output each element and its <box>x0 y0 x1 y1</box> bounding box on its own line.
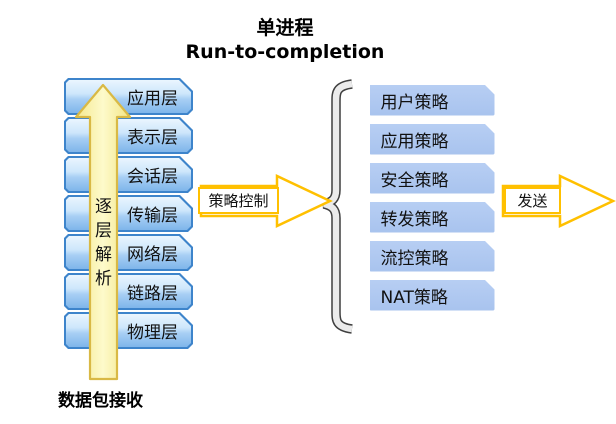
diagram-title: 单进程 Run-to-completion <box>150 16 420 64</box>
policy-box-security: 安全策略 <box>367 160 497 196</box>
policy-box-flowctl: 流控策略 <box>367 238 497 274</box>
layer-label: 链路层 <box>66 275 191 308</box>
layer-box-presentation: 表示层 <box>64 117 193 154</box>
layer-label: 传输层 <box>66 197 191 230</box>
layer-box-session: 会话层 <box>64 156 193 193</box>
brace-fill <box>323 80 353 333</box>
policy-control-label: 策略控制 <box>198 187 279 214</box>
layer-box-transport: 传输层 <box>64 195 193 232</box>
policy-label: 安全策略 <box>370 163 495 194</box>
policy-label: 应用策略 <box>370 124 495 155</box>
policy-label: 转发策略 <box>370 202 495 233</box>
policy-label: 流控策略 <box>370 241 495 272</box>
layer-label: 网络层 <box>66 236 191 269</box>
layer-label: 表示层 <box>66 119 191 152</box>
title-line-en: Run-to-completion <box>185 41 385 63</box>
layer-box-link: 链路层 <box>64 273 193 310</box>
title-line-cn: 单进程 <box>256 17 314 39</box>
packet-receive-label: 数据包接收 <box>58 391 143 411</box>
policy-label: NAT策略 <box>370 280 495 311</box>
layer-box-physical: 物理层 <box>64 312 193 349</box>
layer-box-network: 网络层 <box>64 234 193 271</box>
policy-box-app: 应用策略 <box>367 121 497 157</box>
policy-box-forward: 转发策略 <box>367 199 497 235</box>
layer-label: 会话层 <box>66 158 191 191</box>
parse-by-layer-label: 逐层解析 <box>91 197 111 293</box>
policy-label: 用户策略 <box>370 85 495 116</box>
brace-icon <box>322 79 353 334</box>
layer-label: 物理层 <box>66 314 191 347</box>
layer-box-application: 应用层 <box>64 78 193 115</box>
send-label: 发送 <box>504 187 561 214</box>
policy-box-nat: NAT策略 <box>367 277 497 313</box>
layer-label: 应用层 <box>66 80 191 113</box>
policy-box-user: 用户策略 <box>367 82 497 118</box>
